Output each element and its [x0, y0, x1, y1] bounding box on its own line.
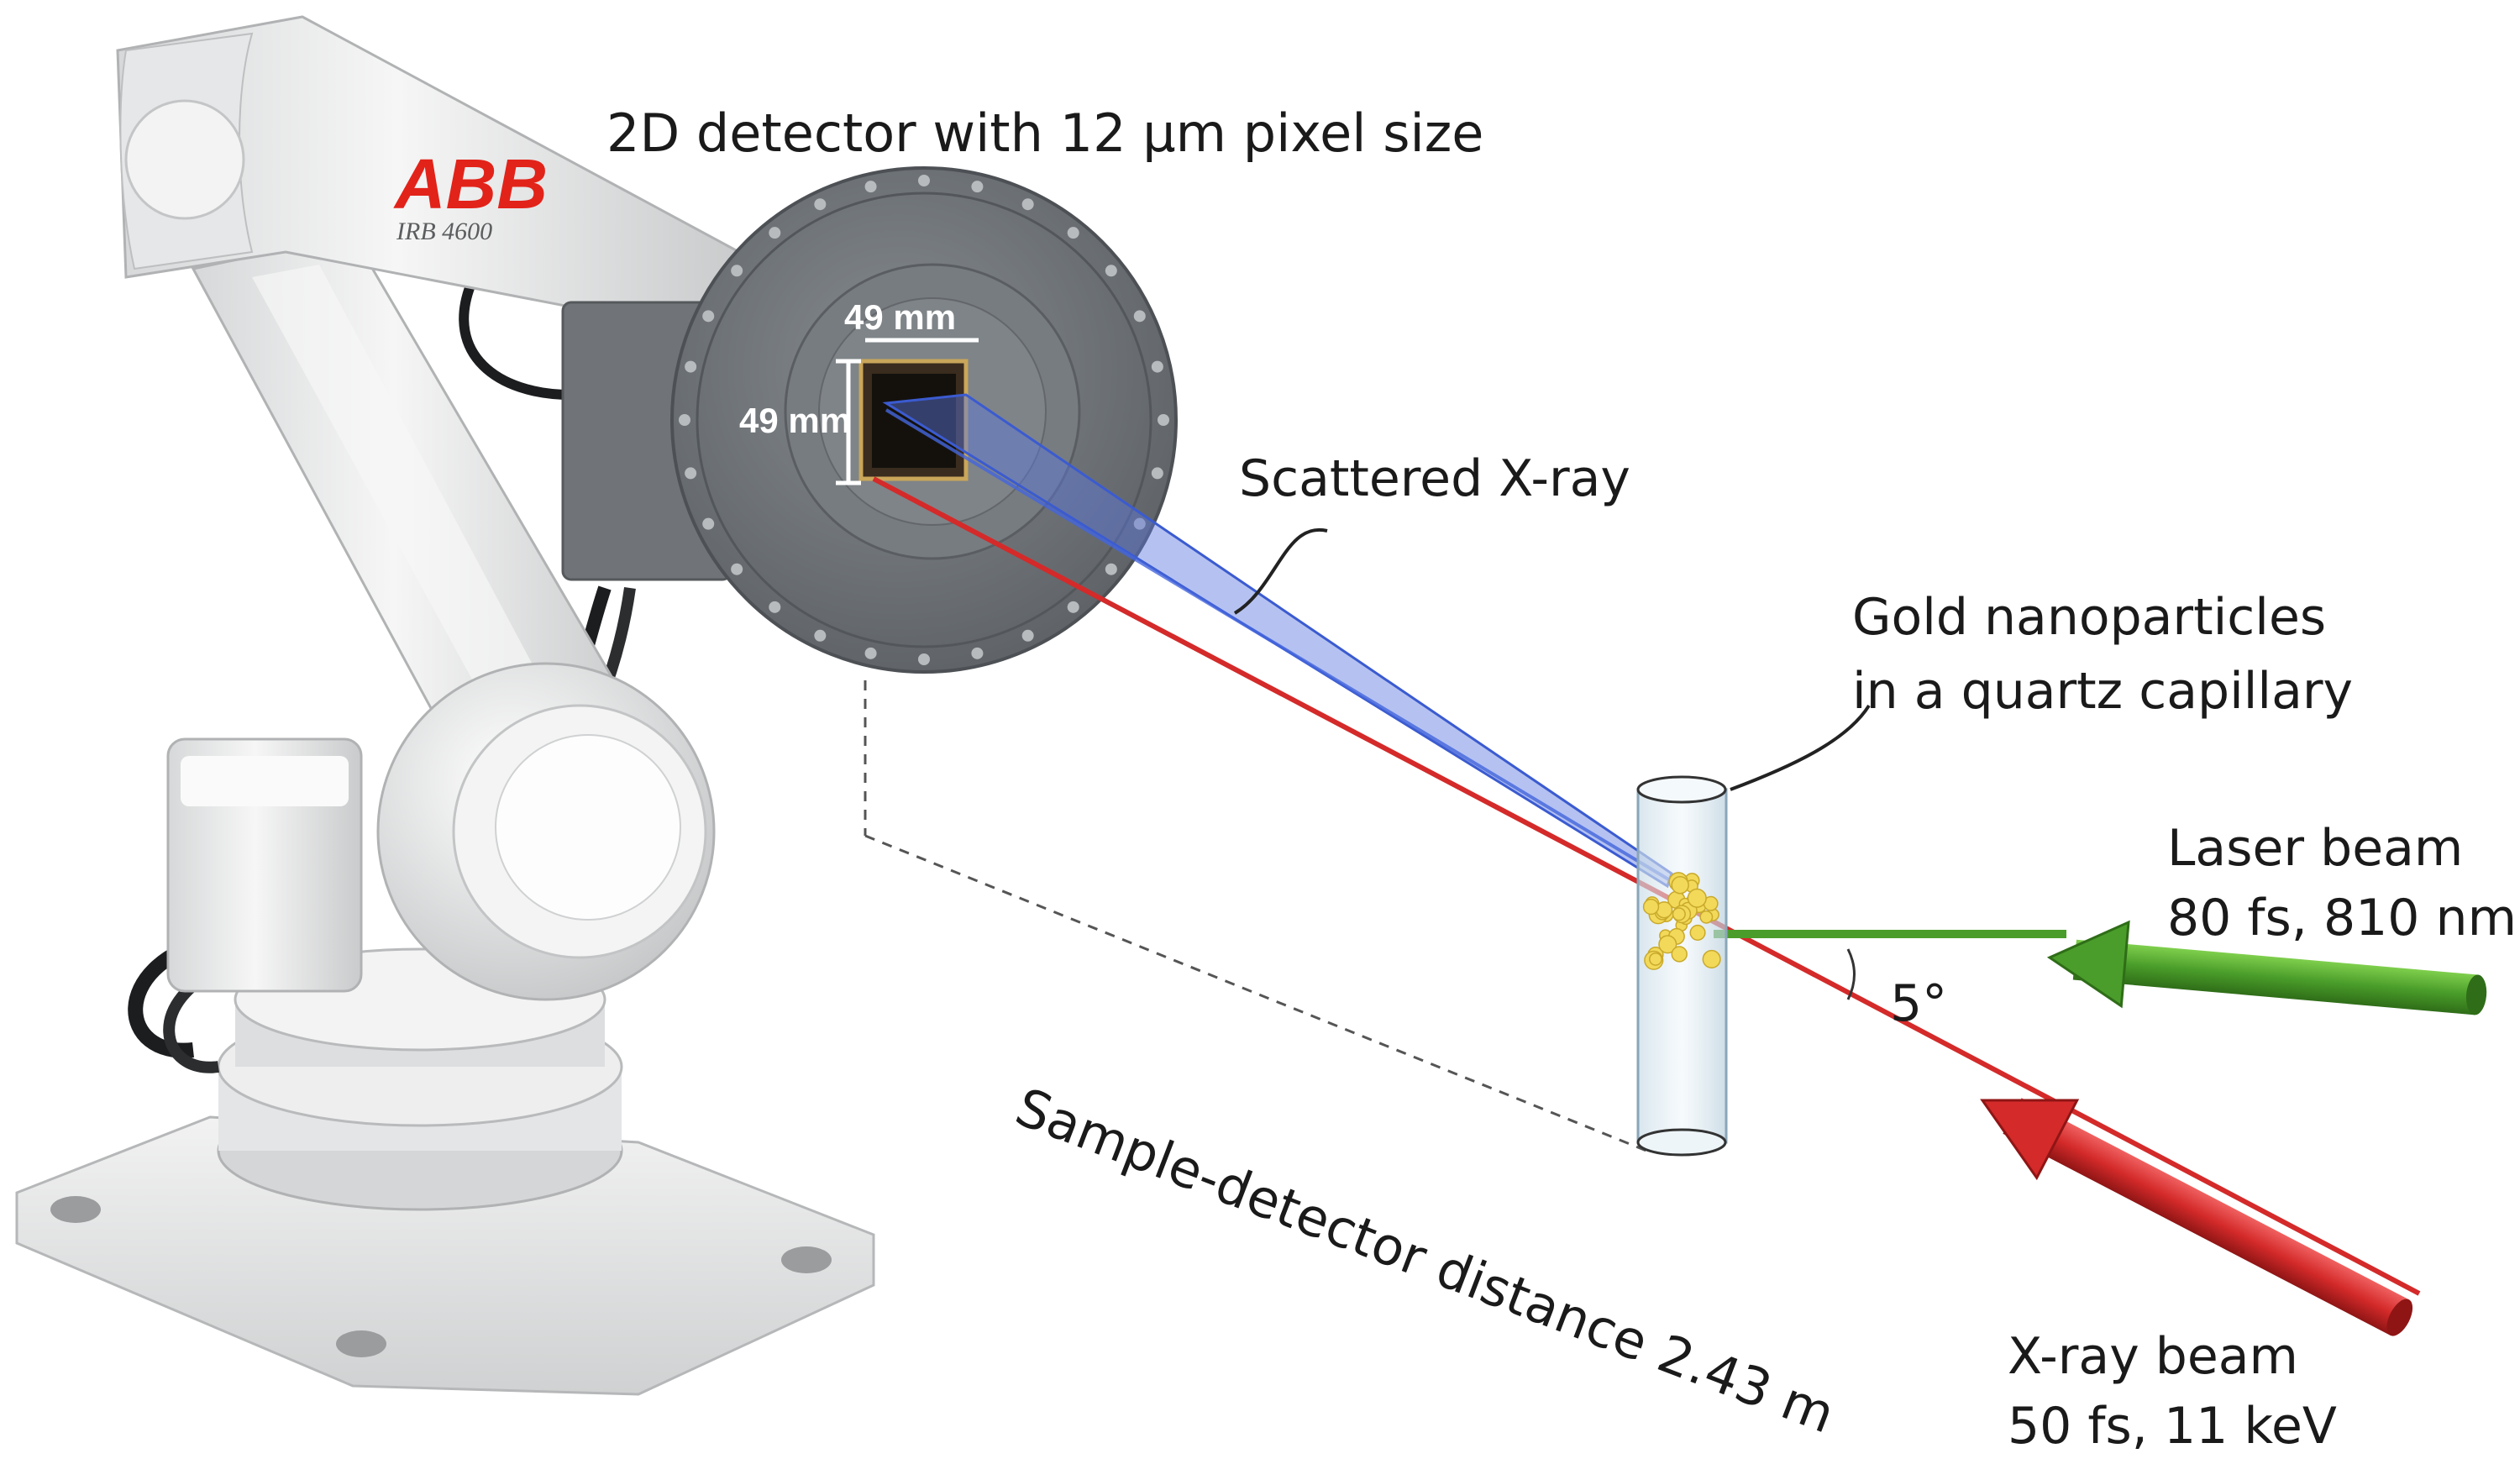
detector: 49 mm 49 mm	[670, 166, 1178, 674]
sample-label-line1: Gold nanoparticles	[1852, 588, 2326, 647]
flange-bolt	[1151, 467, 1163, 480]
flange-bolt	[864, 181, 877, 193]
detector-width-label: 49 mm	[844, 297, 956, 337]
angle-label: 5°	[1890, 974, 1947, 1033]
flange-bolt	[1067, 601, 1079, 613]
scattered-leader-line	[1233, 527, 1328, 615]
gold-nanoparticle	[1642, 898, 1660, 916]
flange-bolt	[769, 227, 781, 239]
gold-nanoparticle	[1671, 876, 1689, 895]
robot-model-text: IRB 4600	[396, 218, 492, 245]
flange-bolt	[685, 467, 697, 480]
flange-bolt	[731, 265, 743, 277]
flange-bolt	[1105, 265, 1117, 277]
flange-bolt	[1067, 227, 1079, 239]
quartz-capillary	[1636, 775, 1728, 1157]
laser-beam-arrow	[2046, 920, 2487, 1015]
flange-bolt	[702, 517, 715, 530]
gold-nanoparticle	[1702, 949, 1721, 969]
flange-bolt	[918, 653, 930, 665]
xray-label-line2: 50 fs, 11 keV	[2008, 1397, 2337, 1456]
angle-arc	[1846, 948, 1856, 1000]
gold-nanoparticle	[1649, 952, 1662, 966]
abb-logo: ABB	[393, 144, 548, 223]
flange-bolt	[679, 414, 690, 426]
sample-leader-line	[1730, 704, 1871, 791]
flange-bolt	[814, 198, 827, 211]
distance-guide	[864, 680, 1647, 1152]
laser-label-line2: 80 fs, 810 nm	[2167, 889, 2517, 947]
gold-nanoparticle	[1699, 910, 1714, 924]
detector-bolts	[679, 175, 1169, 665]
flange-bolt	[1133, 310, 1146, 323]
scattered-xray-label: Scattered X-ray	[1239, 449, 1630, 508]
flange-bolt	[971, 647, 984, 659]
gold-nanoparticle	[1687, 888, 1707, 908]
flange-bolt	[1021, 629, 1034, 642]
gold-nanoparticle	[1689, 924, 1706, 941]
flange-bolt	[1105, 563, 1117, 575]
flange-bolt	[702, 310, 715, 323]
flange-bolt	[814, 629, 827, 642]
flange-bolt	[1158, 414, 1169, 426]
detector-height-label: 49 mm	[739, 401, 851, 440]
flange-bolt	[731, 563, 743, 575]
gold-nanoparticle	[1658, 935, 1677, 954]
xray-beam-arrow	[1980, 1098, 2413, 1336]
gold-nanoparticle	[1672, 907, 1686, 921]
robot-arm: ABB IRB 4600	[15, 15, 875, 1396]
gold-nanoparticles	[1642, 872, 1721, 970]
detector-label: 2D detector with 12 μm pixel size	[606, 102, 1483, 164]
flange-bolt	[1021, 198, 1034, 211]
flange-bolt	[864, 647, 877, 659]
flange-bolt	[1151, 360, 1163, 373]
laser-label-line1: Laser beam	[2167, 819, 2463, 878]
gold-nanoparticle	[1671, 946, 1688, 963]
flange-bolt	[769, 601, 781, 613]
flange-bolt	[685, 360, 697, 373]
xray-label-line1: X-ray beam	[2008, 1327, 2298, 1386]
flange-bolt	[1133, 517, 1146, 530]
sample-label-line2: in a quartz capillary	[1852, 662, 2353, 721]
flange-bolt	[918, 175, 930, 186]
flange-bolt	[971, 181, 984, 193]
